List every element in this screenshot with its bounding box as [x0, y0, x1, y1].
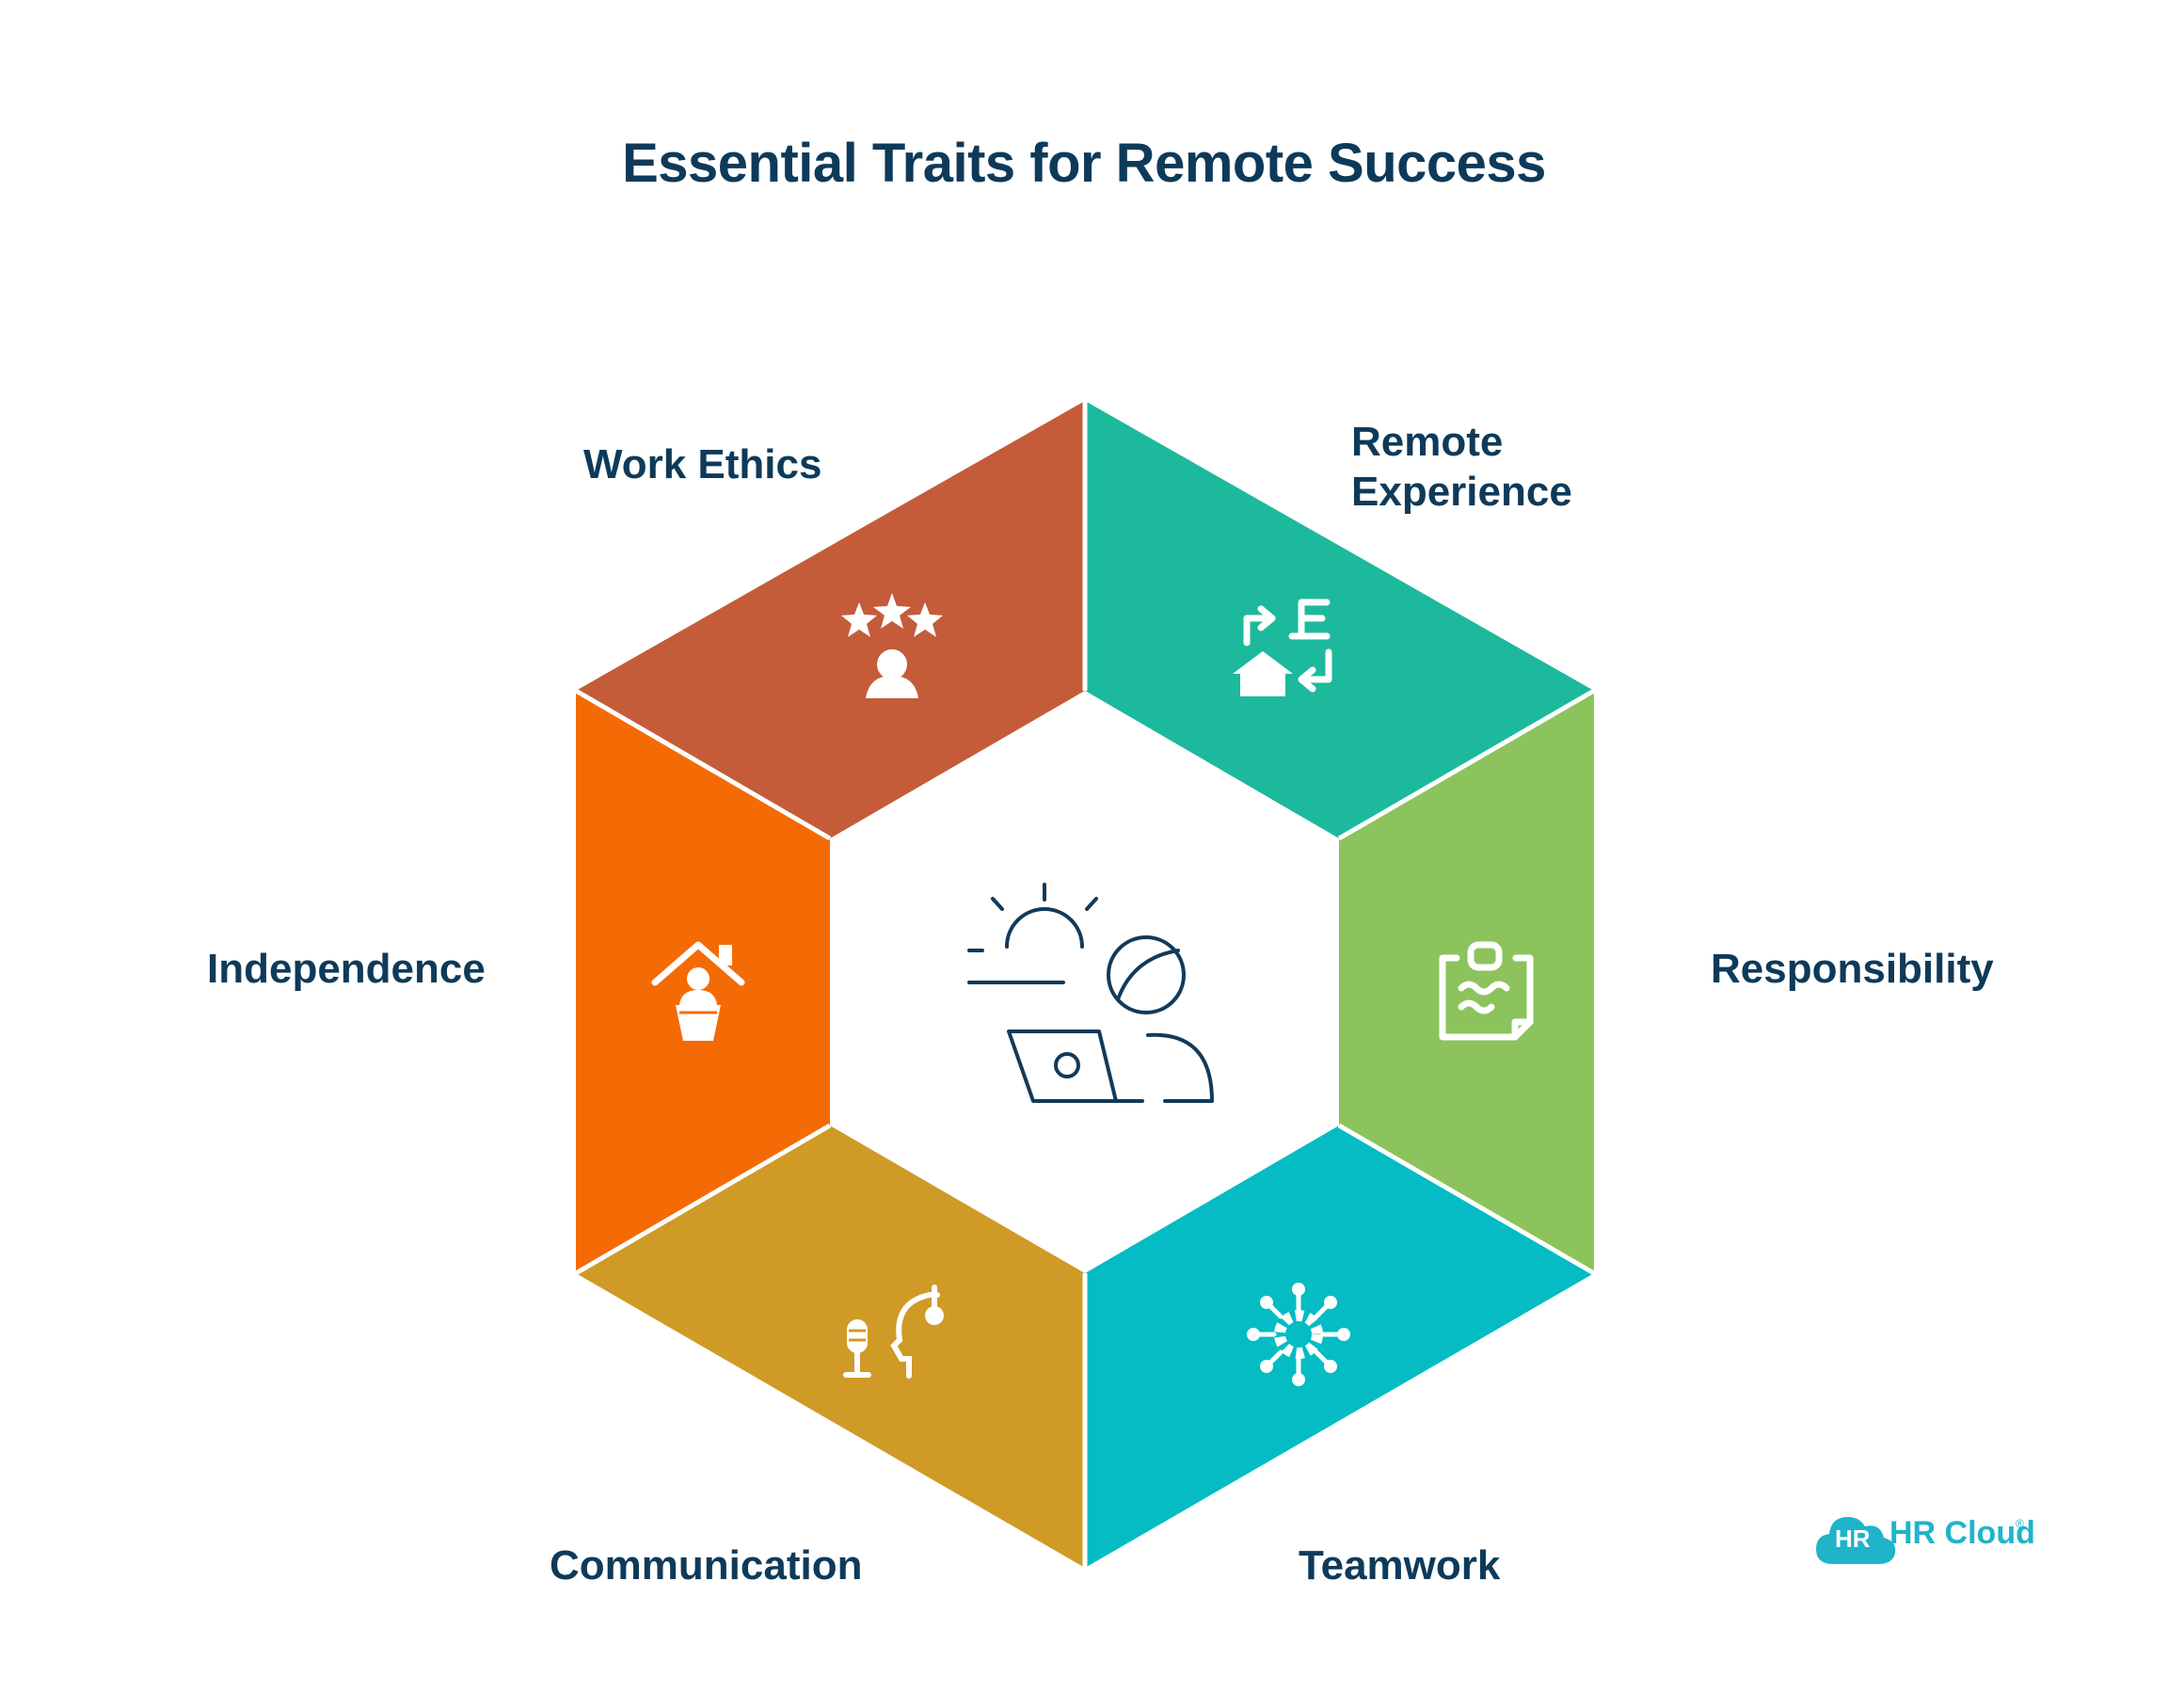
label-teamwork: Teamwork	[1299, 1542, 1501, 1588]
segment-teamwork	[1085, 1125, 1594, 1568]
label-responsibility: Responsibility	[1711, 946, 1994, 992]
label-work-ethics: Work Ethics	[583, 441, 822, 487]
segment-communication	[576, 1125, 1085, 1568]
page-title: Essential Traits for Remote Success	[622, 133, 1546, 194]
home-office-switch-icon	[1243, 599, 1332, 693]
logo-name: HR Cloud	[1889, 1515, 2035, 1551]
label-communication: Communication	[550, 1542, 863, 1588]
label-remote-experience: Remote Experience	[1351, 418, 1572, 518]
remote-worker-laptop-icon	[967, 883, 1214, 1103]
clipboard-icon	[1439, 941, 1534, 1041]
segment-work-ethics	[576, 401, 1085, 838]
house-icon	[1233, 651, 1293, 696]
segment-dividers	[574, 401, 1596, 1568]
center-hexagon	[830, 691, 1339, 1273]
logo-badge: HR	[1835, 1524, 1871, 1553]
logo-cloud-icon	[1816, 1517, 1896, 1564]
label-independence: Independence	[207, 946, 486, 992]
microphone-speaker-icon	[843, 1285, 944, 1379]
home-podium-icon	[651, 941, 745, 1041]
logo-registered-mark: ®	[2016, 1517, 2024, 1530]
network-gear-icon	[1247, 1283, 1350, 1386]
label-remote-experience-line2: Experience	[1351, 468, 1572, 515]
label-remote-experience-line1: Remote	[1351, 419, 1504, 465]
segment-remote-experience	[1085, 401, 1594, 838]
stars-person-icon	[841, 593, 943, 698]
